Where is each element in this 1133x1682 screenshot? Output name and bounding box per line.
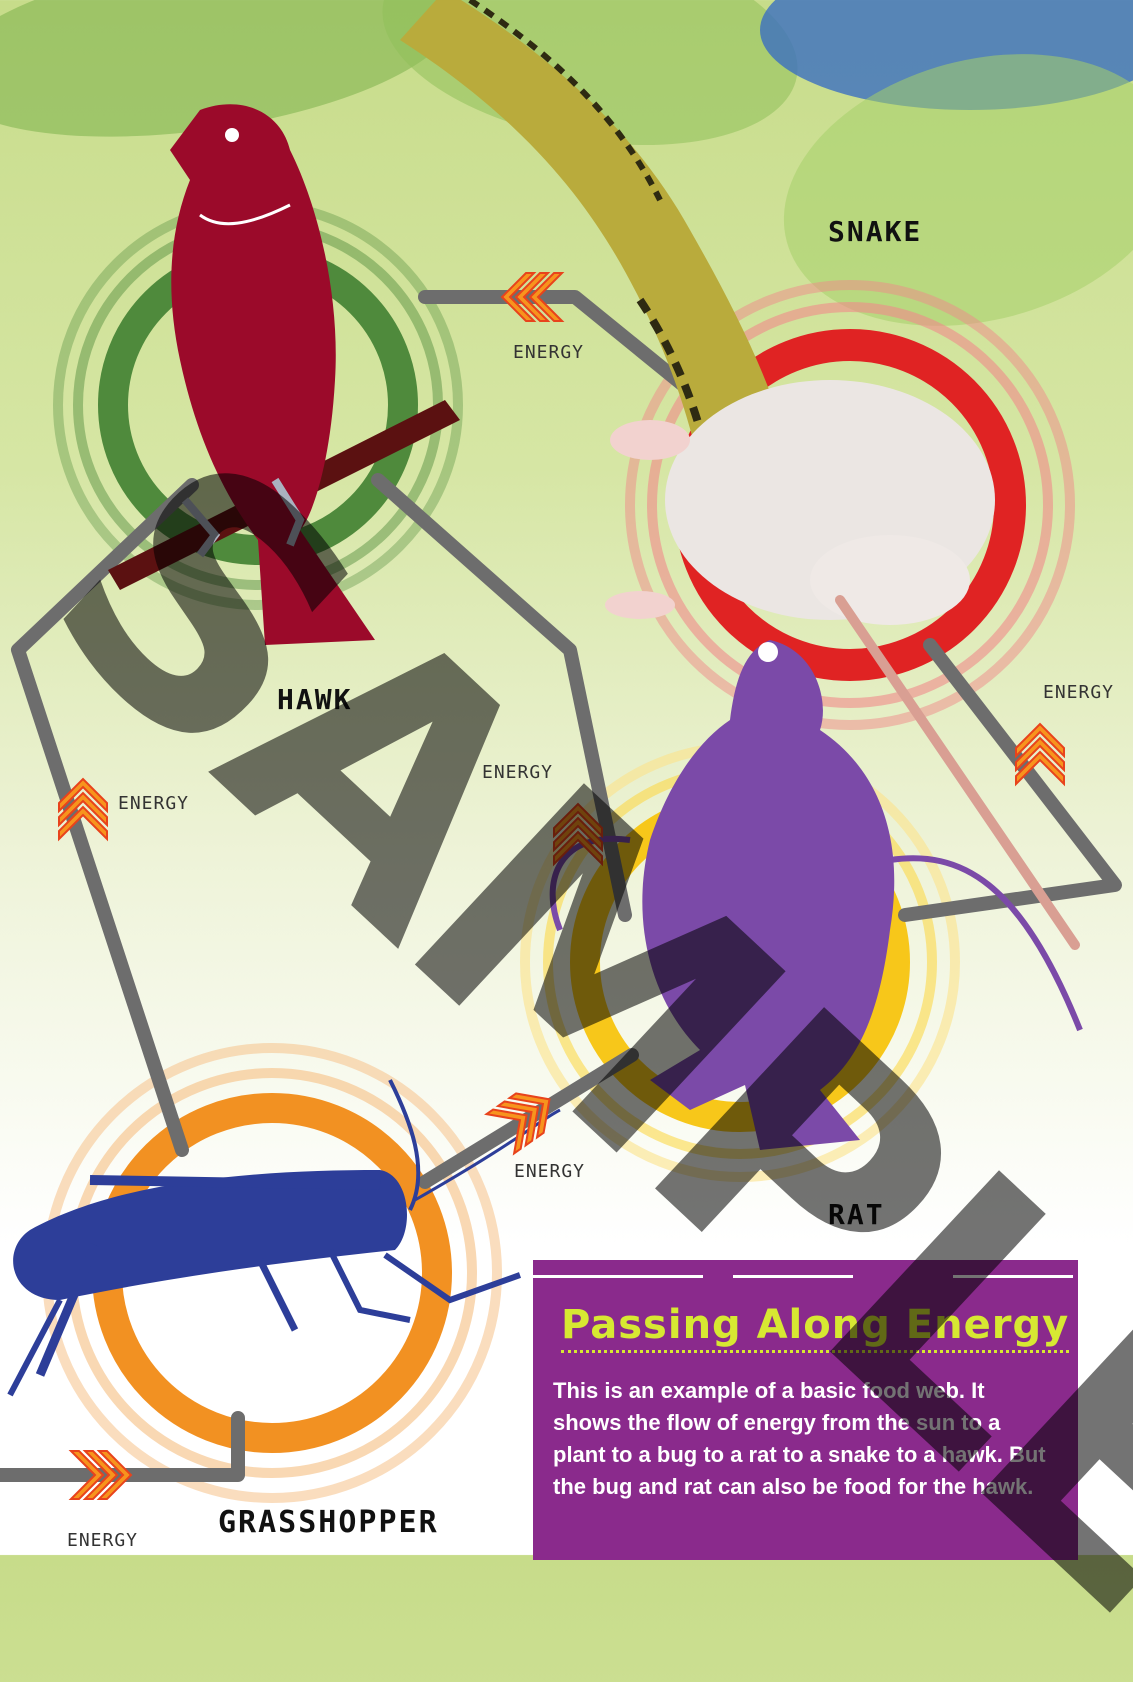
energy-arrow [1016, 724, 1064, 784]
info-box-title: Passing Along Energy [561, 1302, 1069, 1353]
energy-label: ENERGY [118, 793, 189, 814]
node-label-rat: RAT [828, 1198, 885, 1231]
grasshopper-illustration [10, 1080, 560, 1395]
energy-label: ENERGY [514, 1161, 585, 1182]
node-label-grasshopper: GRASSHOPPER [218, 1505, 439, 1540]
node-label-hawk: HAWK [277, 683, 352, 716]
decorative-divider [953, 1275, 1073, 1278]
energy-label: ENERGY [1043, 682, 1114, 703]
decorative-divider [733, 1275, 853, 1278]
energy-label: ENERGY [482, 762, 553, 783]
energy-label: ENERGY [67, 1530, 138, 1551]
info-box-body: This is an example of a basic food web. … [553, 1375, 1053, 1503]
energy-label: ENERGY [513, 342, 584, 363]
decorative-divider [533, 1275, 703, 1278]
node-label-snake: SNAKE [828, 215, 922, 248]
info-box: Passing Along Energy This is an example … [533, 1260, 1078, 1560]
